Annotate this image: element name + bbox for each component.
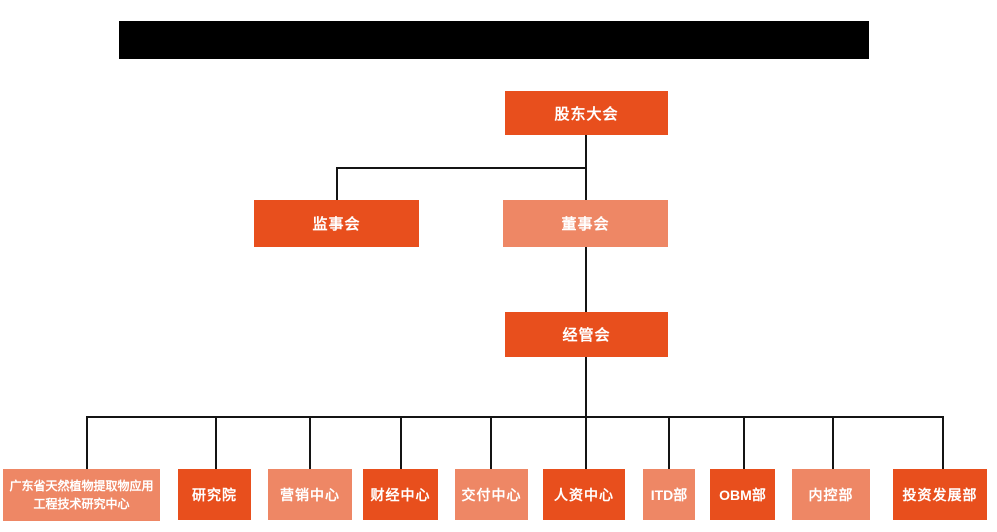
connector-directors-management (585, 247, 587, 312)
connector-drop (942, 416, 944, 469)
org-node-investment-development-dept: 投资发展部 (893, 469, 987, 520)
org-node-internal-control-dept: 内控部 (792, 469, 870, 520)
org-node-obm-dept: OBM部 (710, 469, 775, 520)
redacted-title-bar (119, 21, 869, 59)
org-node-itd-dept: ITD部 (643, 469, 695, 520)
org-node-finance-center: 财经中心 (363, 469, 438, 520)
connector-drop (668, 416, 670, 469)
connector-drop (832, 416, 834, 469)
org-node-research-center: 广东省天然植物提取物应用工程技术研究中心 (3, 469, 160, 521)
connector-drop (490, 416, 492, 469)
connector-drop (215, 416, 217, 469)
org-node-management-committee: 经管会 (505, 312, 668, 357)
connector-drop (86, 416, 88, 469)
org-node-marketing-center: 营销中心 (268, 469, 352, 520)
connector-drop (585, 416, 587, 469)
org-node-supervisory-board: 监事会 (254, 200, 419, 247)
connector-drop (743, 416, 745, 469)
org-node-shareholders-meeting: 股东大会 (505, 91, 668, 135)
connector-to-supervisory (336, 167, 338, 200)
org-node-hr-center: 人资中心 (543, 469, 625, 520)
org-node-delivery-center: 交付中心 (455, 469, 528, 520)
connector-level2-branch (336, 167, 587, 169)
org-node-board-of-directors: 董事会 (503, 200, 668, 247)
connector-shareholders-down (585, 135, 587, 169)
connector-departments-rail (86, 416, 944, 418)
org-node-research-institute: 研究院 (178, 469, 251, 520)
connector-to-directors (585, 167, 587, 200)
connector-management-down (585, 357, 587, 417)
connector-drop (400, 416, 402, 469)
connector-drop (309, 416, 311, 469)
